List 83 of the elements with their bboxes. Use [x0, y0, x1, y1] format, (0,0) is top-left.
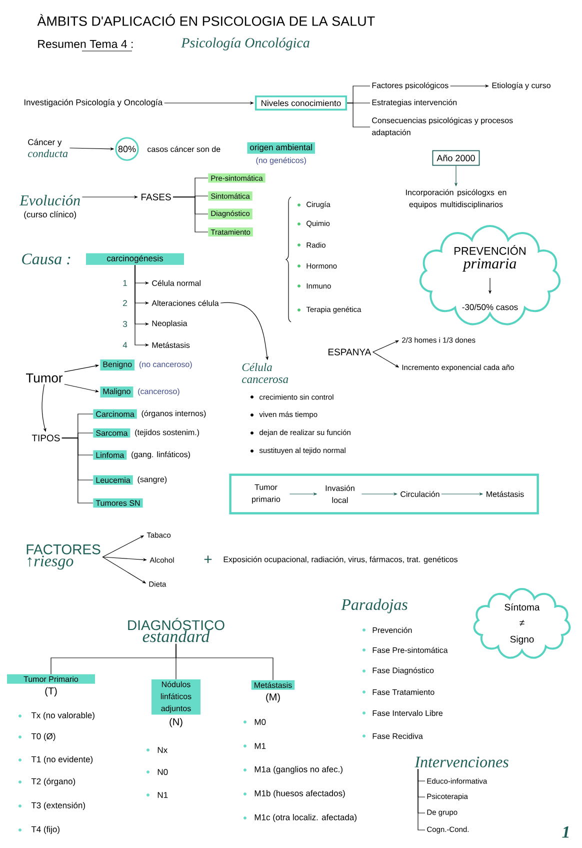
note-text: (M) — [266, 693, 280, 702]
page-number: 1 — [562, 826, 569, 838]
year-box: Año 2000 — [432, 150, 480, 166]
list-item: Prevención — [372, 627, 412, 633]
note-text: (órganos internos) — [142, 410, 206, 418]
highlighted-text: Maligno — [100, 386, 134, 398]
category-text: TIPOS — [32, 434, 60, 442]
branch-text: Estrategias intervención — [372, 99, 457, 107]
step-number: 1 — [123, 280, 127, 286]
list-item: Fase Recidiva — [372, 733, 423, 739]
frame-box — [229, 474, 539, 514]
subtitle-text: Resumen Tema 4 : — [38, 40, 133, 48]
plus-sign: + — [204, 556, 212, 564]
list-item: M0 — [254, 719, 266, 725]
note-text: (gang. linfáticos) — [132, 451, 190, 459]
title: ÀMBITS D'APLICACIÓ EN PSICOLOGIA DE LA SALUT — [37, 14, 375, 26]
topic-text: Cáncer y conducta — [28, 138, 68, 158]
highlighted-text: origen ambiental — [247, 142, 316, 154]
step-number: 3 — [122, 321, 127, 327]
note-text: (tejidos sostenim.) — [135, 429, 199, 437]
heading-text: Evolución (curso clínico) — [20, 194, 80, 220]
branch-text: Célula normal — [152, 280, 200, 286]
note-text: (T) — [45, 687, 57, 696]
branch-text: Consecuencias psicológicas y procesos adaptación — [372, 117, 513, 137]
note-text: (no genéticos) — [256, 157, 306, 165]
list-item: T4 (fijo) — [31, 826, 60, 834]
highlighted-text: Nódulos linfáticos adjuntos — [152, 679, 200, 715]
step-text: Invasión local — [326, 485, 354, 503]
highlighted-text: Metástasis — [251, 680, 295, 690]
list-item: Fase Pre-sintomática — [372, 647, 448, 653]
list-item: T3 (extensión) — [31, 802, 85, 810]
heading-text: DIAGNÓSTICO estandard — [128, 618, 224, 642]
category-text: FASES — [141, 194, 171, 200]
connector-line — [62, 438, 94, 504]
connector-line — [346, 102, 370, 128]
list-item: M1c (otra localiz. afectada) — [254, 814, 356, 822]
branch-text: Factores psicológicos — [372, 82, 448, 90]
list-item: Tx (no valorable) — [31, 712, 94, 720]
body-text: casos cáncer son de — [148, 146, 220, 152]
list-item: Fase Tratamiento — [372, 689, 434, 695]
note-text: (no canceroso) — [139, 361, 192, 369]
list-item: N0 — [158, 769, 168, 775]
list-item: Fase Diagnóstico — [372, 667, 434, 675]
branch-text: Neoplasia — [152, 320, 188, 328]
note-text: Incorporación psicólogxs en equipos multidisciplinarios — [406, 189, 506, 209]
branch-text: Alteraciones célula — [152, 300, 219, 306]
note-text: (N) — [170, 718, 182, 728]
list-item: M1a (ganglios no afec.) — [254, 766, 342, 774]
step-number: 2 — [123, 300, 127, 306]
topic-box: Niveles conocimiento — [254, 95, 348, 111]
arrow — [64, 364, 99, 372]
step-text: Tumor primario — [252, 484, 280, 504]
heading-text: Célula cancerosa — [242, 362, 288, 384]
note-text: (sangre) — [138, 476, 167, 484]
heading-text: Intervenciones — [414, 756, 508, 768]
category-text: ESPANYA — [328, 348, 372, 356]
highlighted-text: carcinogénesis — [86, 253, 184, 265]
list-item: Nx — [158, 747, 168, 753]
note-text: (canceroso) — [138, 388, 180, 396]
topic-text: Investigación Psicología y Oncología — [24, 99, 163, 107]
circled-number: 80% — [115, 137, 139, 161]
subtitle-text: Psicología Oncológica — [181, 38, 310, 50]
list-item: M1 — [254, 743, 266, 749]
heading-text: Paradojas — [341, 598, 408, 614]
heading-text: Tumor — [26, 373, 63, 383]
step-number: 4 — [122, 342, 128, 348]
list-item: N1 — [158, 792, 168, 798]
branch-text: Etiología y curso — [492, 82, 550, 90]
list-item: T2 (órgano) — [31, 778, 76, 786]
list-item: Fase Intervalo Libre — [372, 710, 443, 716]
heading-text: Causa : — [22, 254, 70, 264]
connector-line — [176, 644, 274, 680]
branch-text: Metástasis — [152, 342, 190, 348]
list-item: M1b (huesos afectados) — [254, 790, 345, 798]
list-item: T0 (Ø) — [31, 733, 56, 741]
step-text: Metástasis — [486, 491, 524, 497]
connector-line — [418, 768, 426, 830]
step-text: Circulación — [400, 491, 440, 497]
highlighted-text: Benigno — [100, 359, 135, 371]
list-item: T1 (no evidente) — [31, 756, 93, 764]
connector-line — [172, 196, 208, 232]
body-text: Exposición ocupacional, radiación, virus, fármacos, trat. genéticos — [224, 556, 458, 564]
heading-text: FACTORES ↑riesgo — [26, 544, 100, 570]
